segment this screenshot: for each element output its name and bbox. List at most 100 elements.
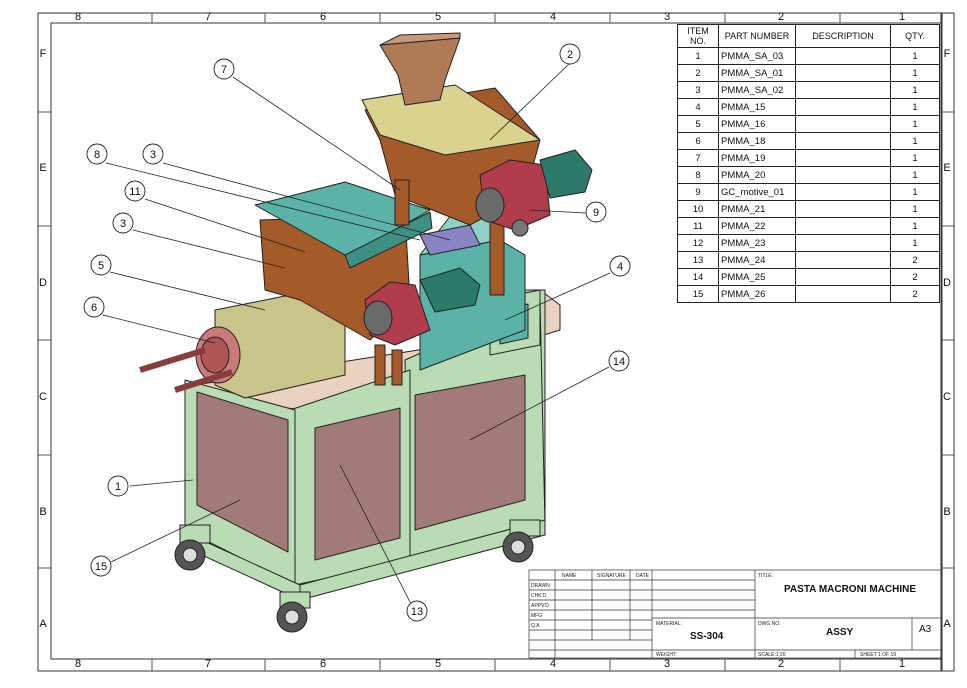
bom-cell-item: 6 <box>677 132 719 150</box>
balloon <box>559 43 581 65</box>
zone-col-label: 2 <box>777 11 785 23</box>
bom-cell-part: GC_motive_01 <box>718 183 796 201</box>
bom-cell-description <box>795 64 891 82</box>
zone-col-label: 4 <box>549 11 557 23</box>
zone-col-label: 6 <box>319 658 327 670</box>
bom-cell-item: 10 <box>677 200 719 218</box>
bom-cell-qty: 1 <box>890 115 940 133</box>
side-panel-left <box>196 391 289 553</box>
tb-signature-label: SIGNATURE <box>597 573 626 579</box>
bom-header-row: ITEM NO. PART NUMBER DESCRIPTION QTY. <box>677 24 940 48</box>
balloon-label: 2 <box>567 49 573 61</box>
zone-row-label: D <box>943 277 951 289</box>
balloon-label: 3 <box>150 149 156 161</box>
bom-cell-description <box>795 115 891 133</box>
balloon-label: 1 <box>115 481 121 493</box>
zone-row-label: D <box>39 277 47 289</box>
zone-col-label: 5 <box>434 658 442 670</box>
zone-row-label: B <box>943 506 951 518</box>
bom-cell-item: 14 <box>677 268 719 286</box>
bom-cell-description <box>795 234 891 252</box>
upper-motor <box>539 149 593 199</box>
bom-cell-part: PMMA_SA_02 <box>718 81 796 99</box>
bom-cell-description <box>795 183 891 201</box>
balloon-label: 7 <box>221 64 227 76</box>
zone-row-label: C <box>39 391 47 403</box>
bom-cell-item: 9 <box>677 183 719 201</box>
zone-col-label: 1 <box>898 11 906 23</box>
bom-cell-item: 13 <box>677 251 719 269</box>
bom-cell-description <box>795 268 891 286</box>
bom-cell-part: PMMA_26 <box>718 285 796 303</box>
tb-sheet: SHEET 1 OF 19 <box>860 652 897 658</box>
tb-qa-label: Q.A <box>531 623 540 629</box>
bom-cell-qty: 2 <box>890 285 940 303</box>
zone-row-label: E <box>943 162 951 174</box>
bom-cell-qty: 2 <box>890 251 940 269</box>
balloon-label: 14 <box>613 356 625 368</box>
drawing-title: PASTA MACRONI MACHINE <box>784 584 917 595</box>
balloon <box>609 255 631 277</box>
bom-cell-qty: 1 <box>890 234 940 252</box>
zone-col-label: 2 <box>777 658 785 670</box>
tb-weight-label: WEIGHT: <box>656 652 677 658</box>
bom-cell-item: 7 <box>677 149 719 167</box>
bom-header-item: ITEM NO. <box>677 24 719 48</box>
zone-row-label: B <box>39 506 47 518</box>
balloon <box>585 201 607 223</box>
balloon-label: 15 <box>95 561 107 573</box>
bom-cell-qty: 1 <box>890 166 940 184</box>
bom-cell-item: 12 <box>677 234 719 252</box>
dwg-number: ASSY <box>826 627 854 638</box>
balloon <box>90 254 112 276</box>
tb-name-label: NAME <box>562 573 577 579</box>
bom-cell-description <box>795 285 891 303</box>
bom-cell-part: PMMA_19 <box>718 149 796 167</box>
side-panel-right <box>414 374 526 531</box>
bom-cell-qty: 2 <box>890 268 940 286</box>
bom-cell-item: 2 <box>677 64 719 82</box>
zone-col-label: 1 <box>898 658 906 670</box>
balloon-label: 9 <box>593 207 599 219</box>
bom-cell-item: 3 <box>677 81 719 99</box>
lower-motor <box>419 267 481 313</box>
bom-cell-qty: 1 <box>890 132 940 150</box>
zone-col-label: 6 <box>319 11 327 23</box>
balloon-label: 3 <box>120 218 126 230</box>
balloon <box>406 600 428 622</box>
bom-header-description: DESCRIPTION <box>795 24 891 48</box>
bom-cell-item: 8 <box>677 166 719 184</box>
tb-chkd-label: CHK'D <box>531 593 547 599</box>
balloon-label: 8 <box>94 149 100 161</box>
tb-appvd-label: APPV'D <box>531 603 549 609</box>
bom-cell-description <box>795 47 891 65</box>
bom-cell-item: 5 <box>677 115 719 133</box>
bom-cell-part: PMMA_16 <box>718 115 796 133</box>
bom-cell-part: PMMA_22 <box>718 217 796 235</box>
zone-col-label: 7 <box>204 11 212 23</box>
bom-cell-item: 11 <box>677 217 719 235</box>
bom-cell-description <box>795 166 891 184</box>
bom-cell-qty: 1 <box>890 149 940 167</box>
balloon-leaders <box>102 62 611 605</box>
bom-cell-description <box>795 149 891 167</box>
balloon-label: 5 <box>98 260 104 272</box>
outer-border <box>37 12 943 672</box>
bom-cell-description <box>795 217 891 235</box>
balloons <box>83 43 631 622</box>
material-value: SS-304 <box>690 631 724 642</box>
zone-row-label: F <box>943 48 951 60</box>
bom-cell-qty: 1 <box>890 217 940 235</box>
zone-row-label: A <box>943 618 951 630</box>
